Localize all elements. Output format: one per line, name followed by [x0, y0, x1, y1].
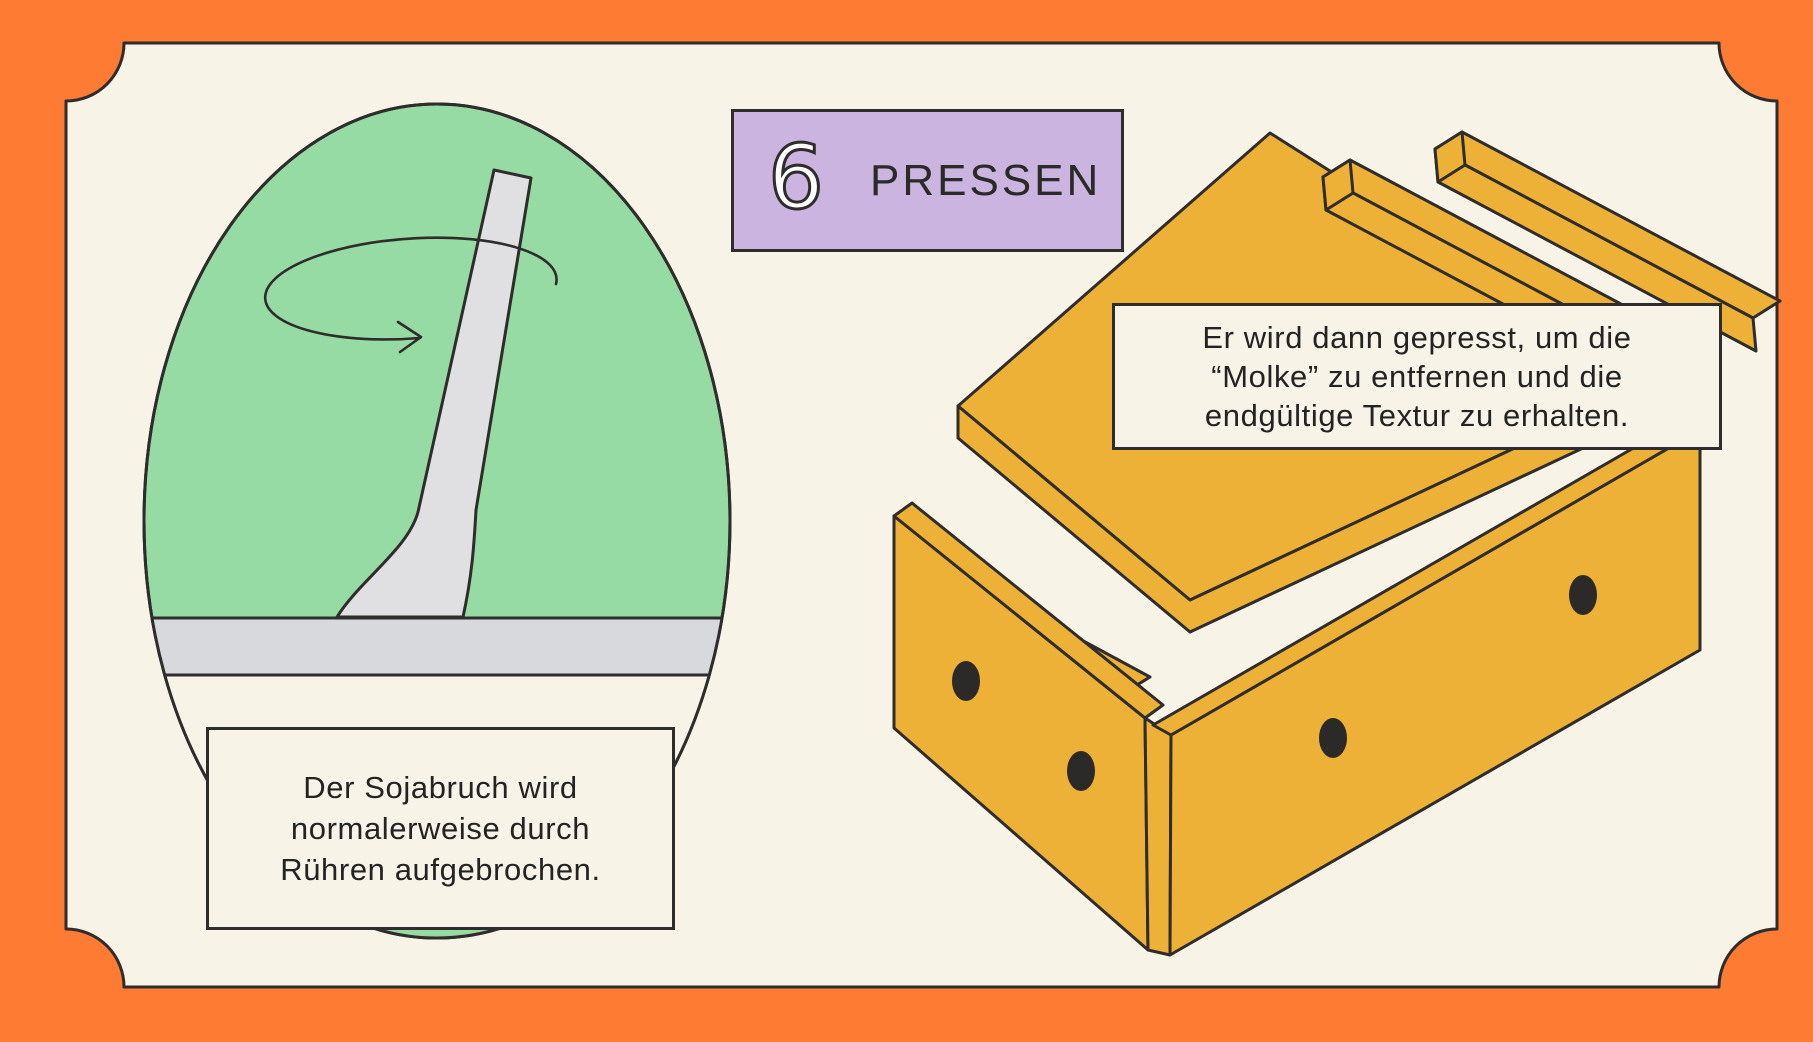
step-title: PRESSEN: [870, 155, 1102, 205]
box-corner-face: [1143, 716, 1173, 957]
green-oval-outline: [142, 102, 732, 940]
caption-line: Er wird dann gepresst, um die: [1202, 320, 1632, 355]
lid-rail-far-end: [1433, 130, 1467, 184]
caption-box-left: Der Sojabruch wird normalerweise durch R…: [206, 727, 675, 930]
caption-line: normalerweise durch: [290, 811, 591, 846]
step-banner: 6 PRESSEN: [731, 109, 1124, 252]
caption-line: “Molke” zu entfernen und die: [1211, 359, 1623, 394]
caption-line: Rühren aufgebrochen.: [280, 852, 601, 887]
surface-band: [144, 616, 730, 677]
drain-hole: [952, 661, 980, 701]
stir-direction-arrow: [263, 236, 558, 341]
step-number: 6: [767, 125, 826, 229]
caption-line: Der Sojabruch wird: [303, 770, 578, 805]
drain-hole: [1319, 718, 1347, 758]
box-left-wall-rim: [892, 501, 1165, 720]
caption-box-right: Er wird dann gepresst, um die “Molke” zu…: [1112, 303, 1722, 450]
caption-line: endgültige Textur zu erhalten.: [1204, 398, 1630, 433]
lid-rail-near-end: [1321, 158, 1355, 212]
stir-arrowhead-icon: [396, 320, 423, 354]
drain-hole: [1067, 751, 1095, 791]
drain-hole: [1569, 575, 1597, 615]
